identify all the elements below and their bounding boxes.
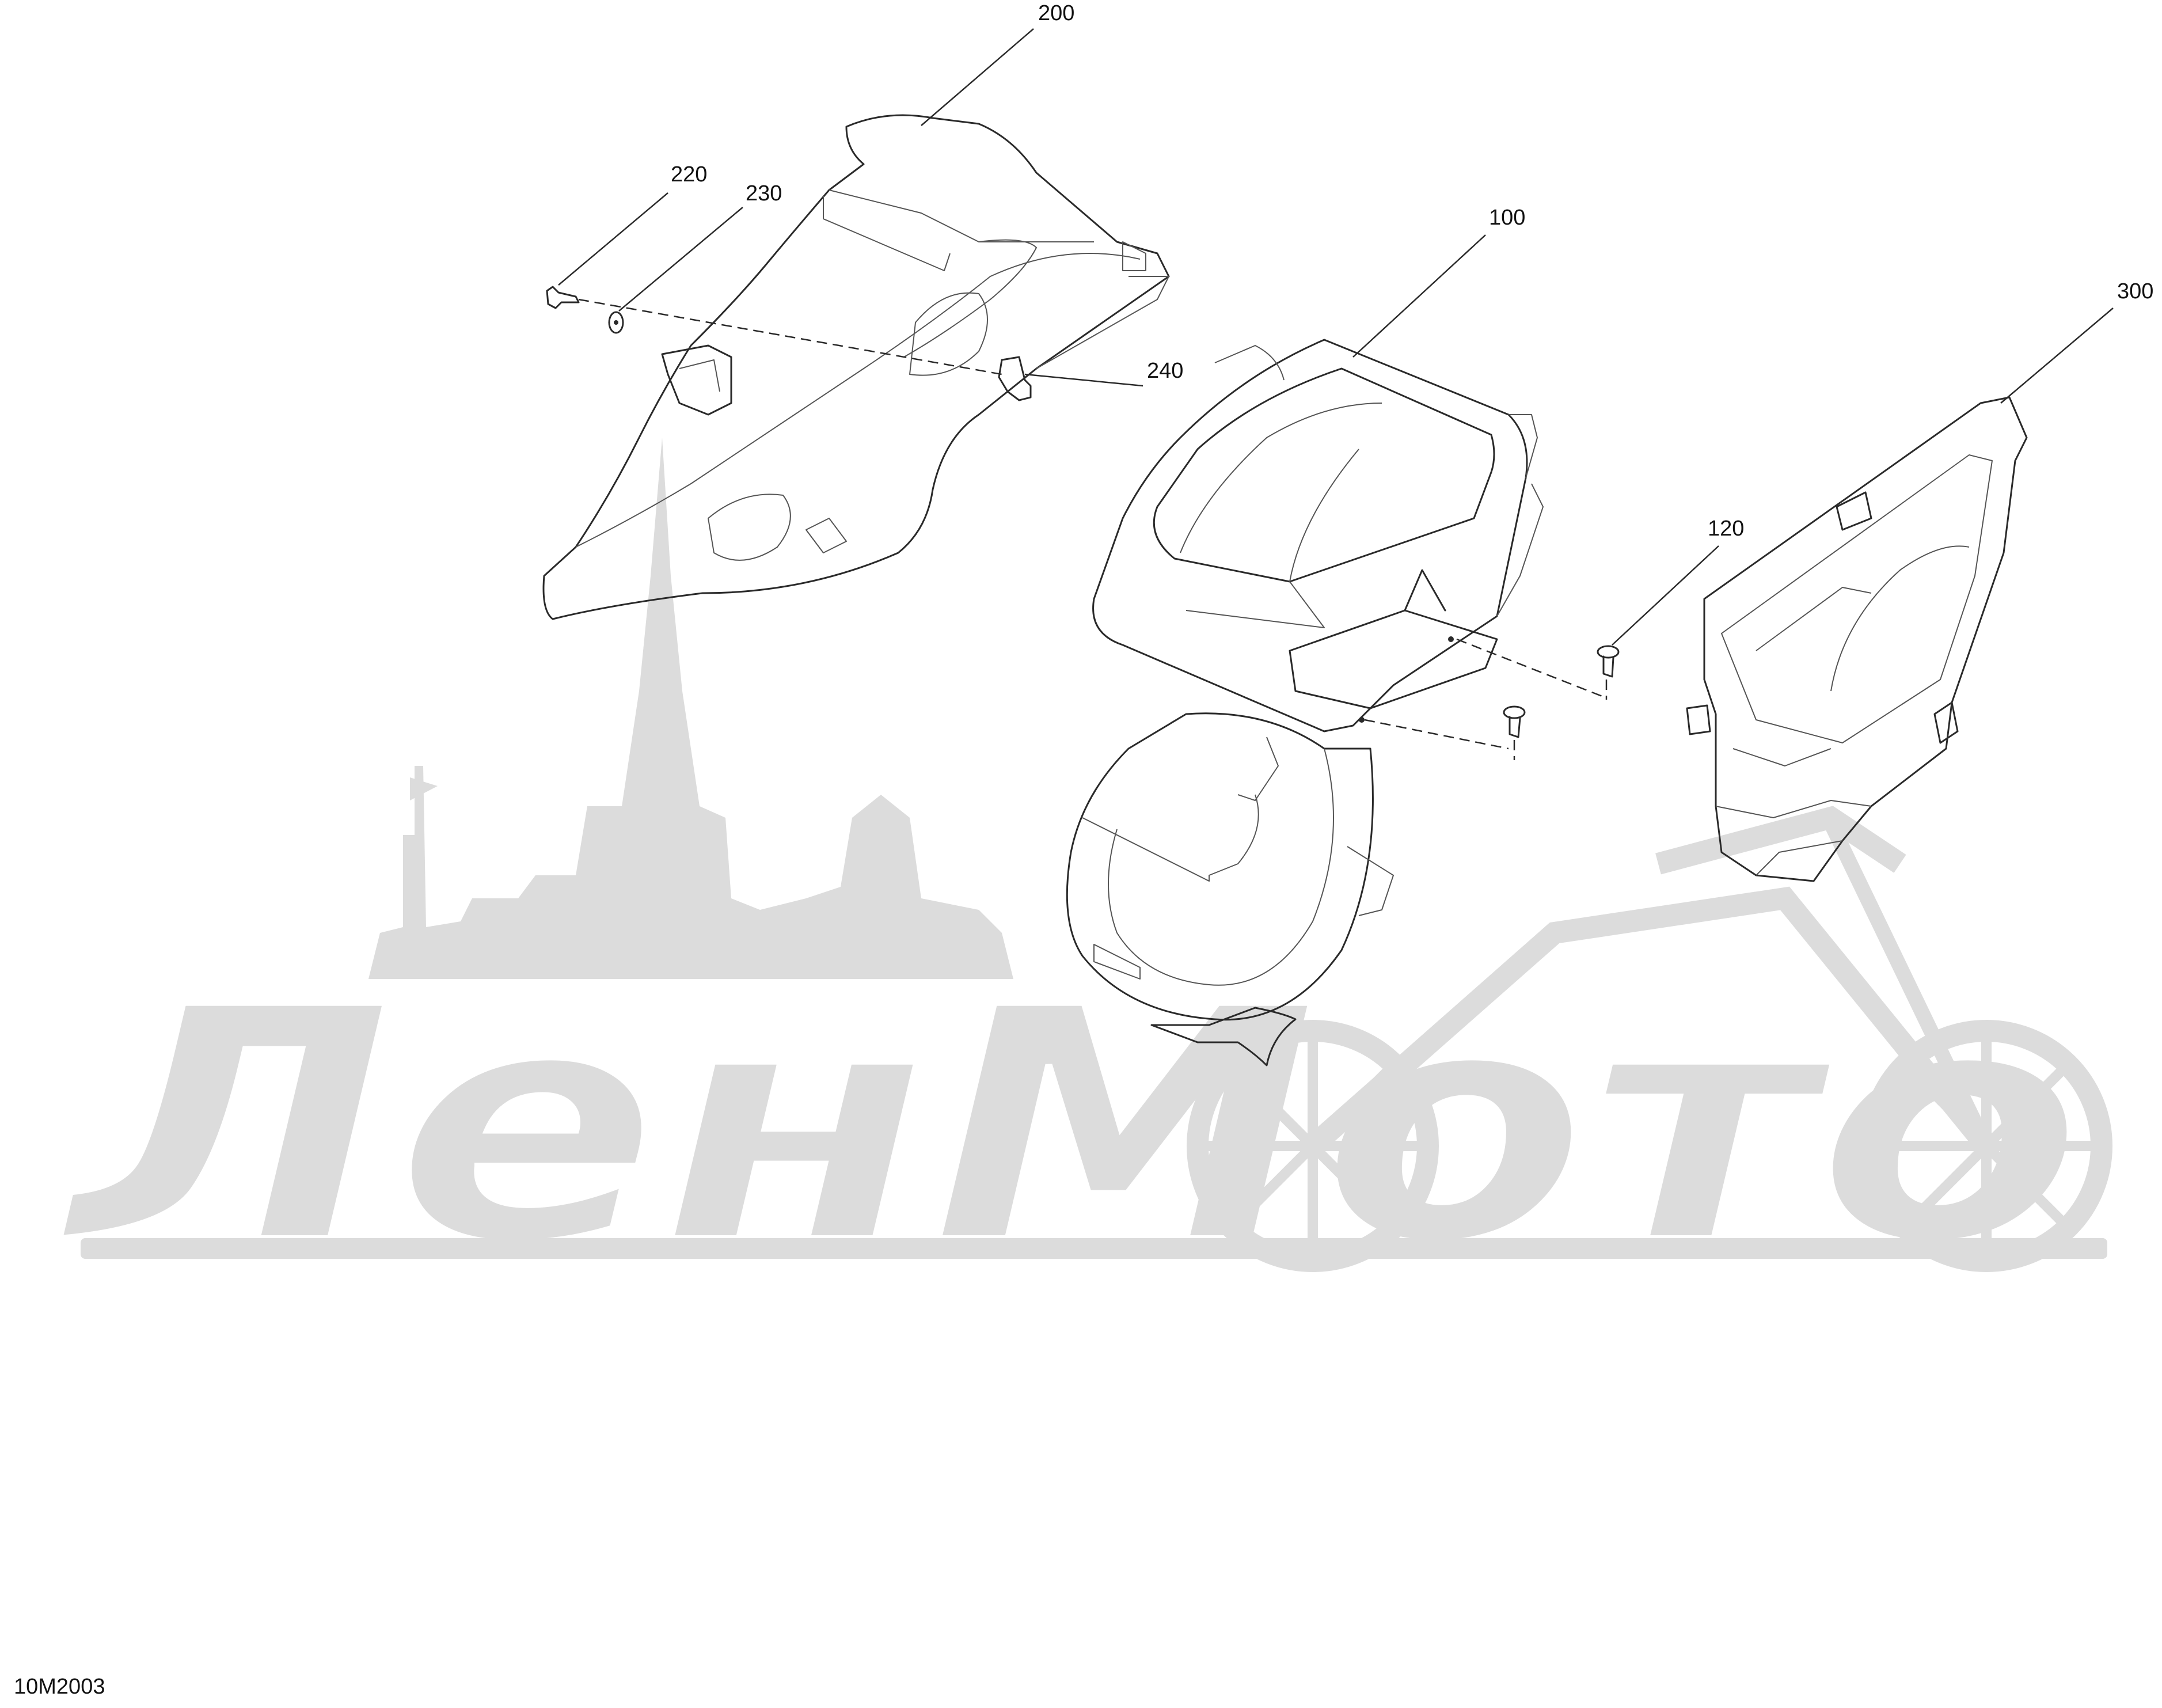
callout-300: 300 xyxy=(2117,279,2153,303)
leader-230 xyxy=(618,207,743,312)
leader-240 xyxy=(1024,373,1143,387)
callout-240: 240 xyxy=(1147,359,1183,383)
watermark-logo: ЛенМото xyxy=(54,438,2112,1318)
leader-lines xyxy=(558,28,2114,646)
callout-230: 230 xyxy=(746,181,782,206)
leader-100 xyxy=(1352,234,1486,358)
callout-labels: 200 220 230 100 240 120 300 xyxy=(671,1,2153,541)
watermark-flag xyxy=(410,777,438,800)
watermark-wheel-spokes xyxy=(1198,1031,2102,1261)
drawing-code: 10M2003 xyxy=(14,1675,105,1699)
callout-120: 120 xyxy=(1708,517,1744,541)
leader-120 xyxy=(1612,545,1719,646)
leader-200 xyxy=(921,28,1034,126)
assembly-axis-screw-1 xyxy=(1456,638,1604,698)
callout-100: 100 xyxy=(1489,206,1525,230)
part-240-clip xyxy=(998,356,1032,401)
part-300-air-duct xyxy=(1686,396,2028,882)
part-200-shroud xyxy=(542,114,1170,620)
assembly-axis-screw-2 xyxy=(1364,719,1509,750)
callout-220: 220 xyxy=(671,162,707,187)
watermark-skyline xyxy=(368,438,1013,979)
part-220-pin xyxy=(546,286,580,309)
assembly-axis-upper xyxy=(578,298,1002,375)
leader-300 xyxy=(2000,308,2114,404)
leader-220 xyxy=(558,192,668,286)
watermark-underline xyxy=(81,1238,2107,1259)
part-120-screws xyxy=(1503,645,1620,738)
callout-200: 200 xyxy=(1038,1,1074,25)
part-100-fan-housing xyxy=(1066,339,1544,1066)
part-230-washer xyxy=(608,311,624,334)
